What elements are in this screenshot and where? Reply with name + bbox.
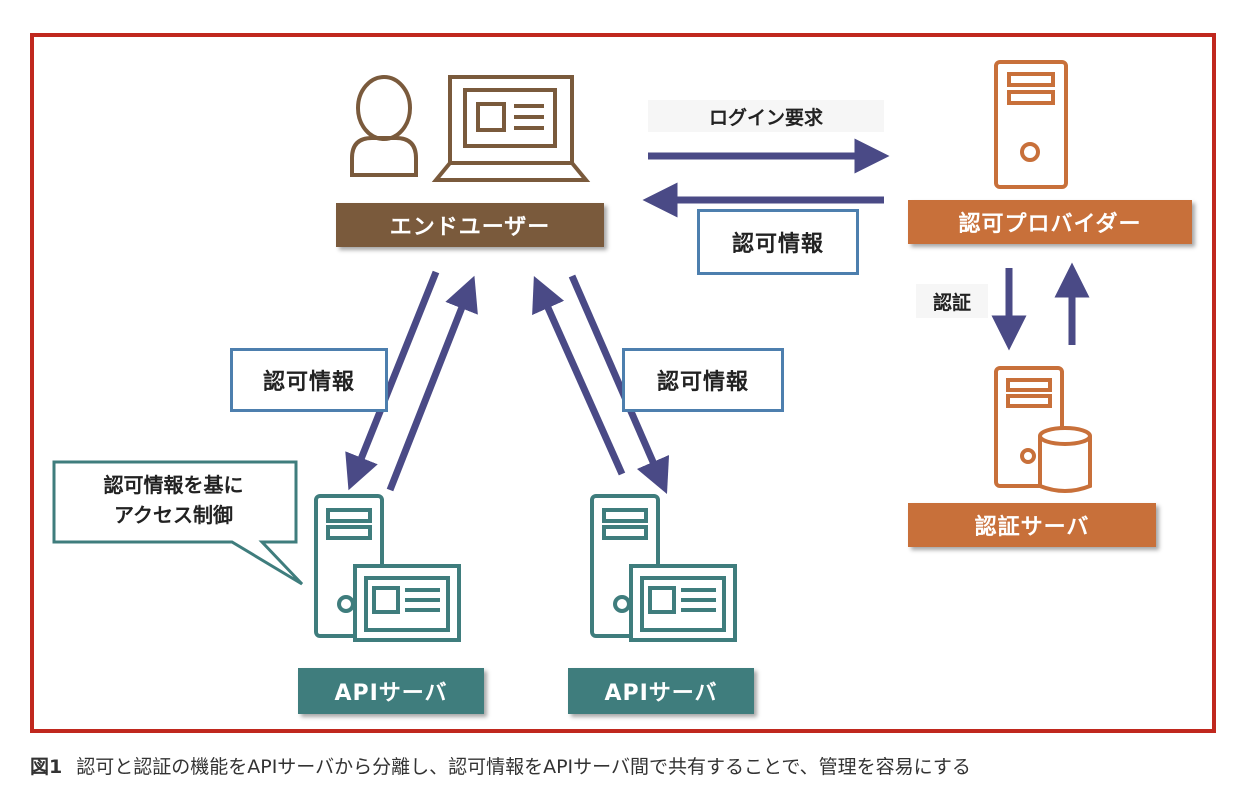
auth-provider-label: 認可プロバイダー	[908, 200, 1192, 244]
api-server-label: APIサーバ	[298, 668, 484, 714]
authz-info-box: 認可情報	[230, 348, 388, 412]
user-to-api2-arrow	[568, 274, 670, 495]
callout-bubble	[52, 460, 304, 586]
authz-info-box: 認可情報	[697, 209, 859, 275]
authz-info-box: 認可情報	[622, 348, 784, 412]
caption-text: 認可と認証の機能をAPIサーバから分離し、認可情報をAPIサーバ間で共有すること…	[76, 756, 971, 778]
laptop-icon	[431, 75, 591, 182]
callout-text: 認可情報を基に アクセス制御	[66, 470, 281, 530]
api-server-icon	[314, 494, 461, 642]
user-to-api1-arrow	[345, 270, 440, 491]
diagram-frame	[30, 33, 1216, 733]
callout-line-1: 認可情報を基に	[103, 473, 244, 497]
api1-to-user-arrow	[386, 275, 478, 492]
callout-line-2: アクセス制御	[114, 503, 233, 527]
auth-server-label: 認証サーバ	[908, 503, 1156, 547]
authentication-label: 認証	[916, 284, 988, 318]
provider-server-icon	[994, 60, 1068, 189]
login-request-label: ログイン要求	[648, 100, 884, 132]
auth-server-db-icon	[994, 366, 1092, 493]
figure-number: 図1	[30, 756, 63, 778]
figure-caption: 図1 認可と認証の機能をAPIサーバから分離し、認可情報をAPIサーバ間で共有する…	[30, 752, 971, 779]
api2-to-user-arrow	[532, 276, 626, 476]
person-icon	[350, 75, 418, 177]
api-server-label: APIサーバ	[568, 668, 754, 714]
end-user-label: エンドユーザー	[336, 203, 604, 247]
api-server-icon	[590, 494, 737, 642]
